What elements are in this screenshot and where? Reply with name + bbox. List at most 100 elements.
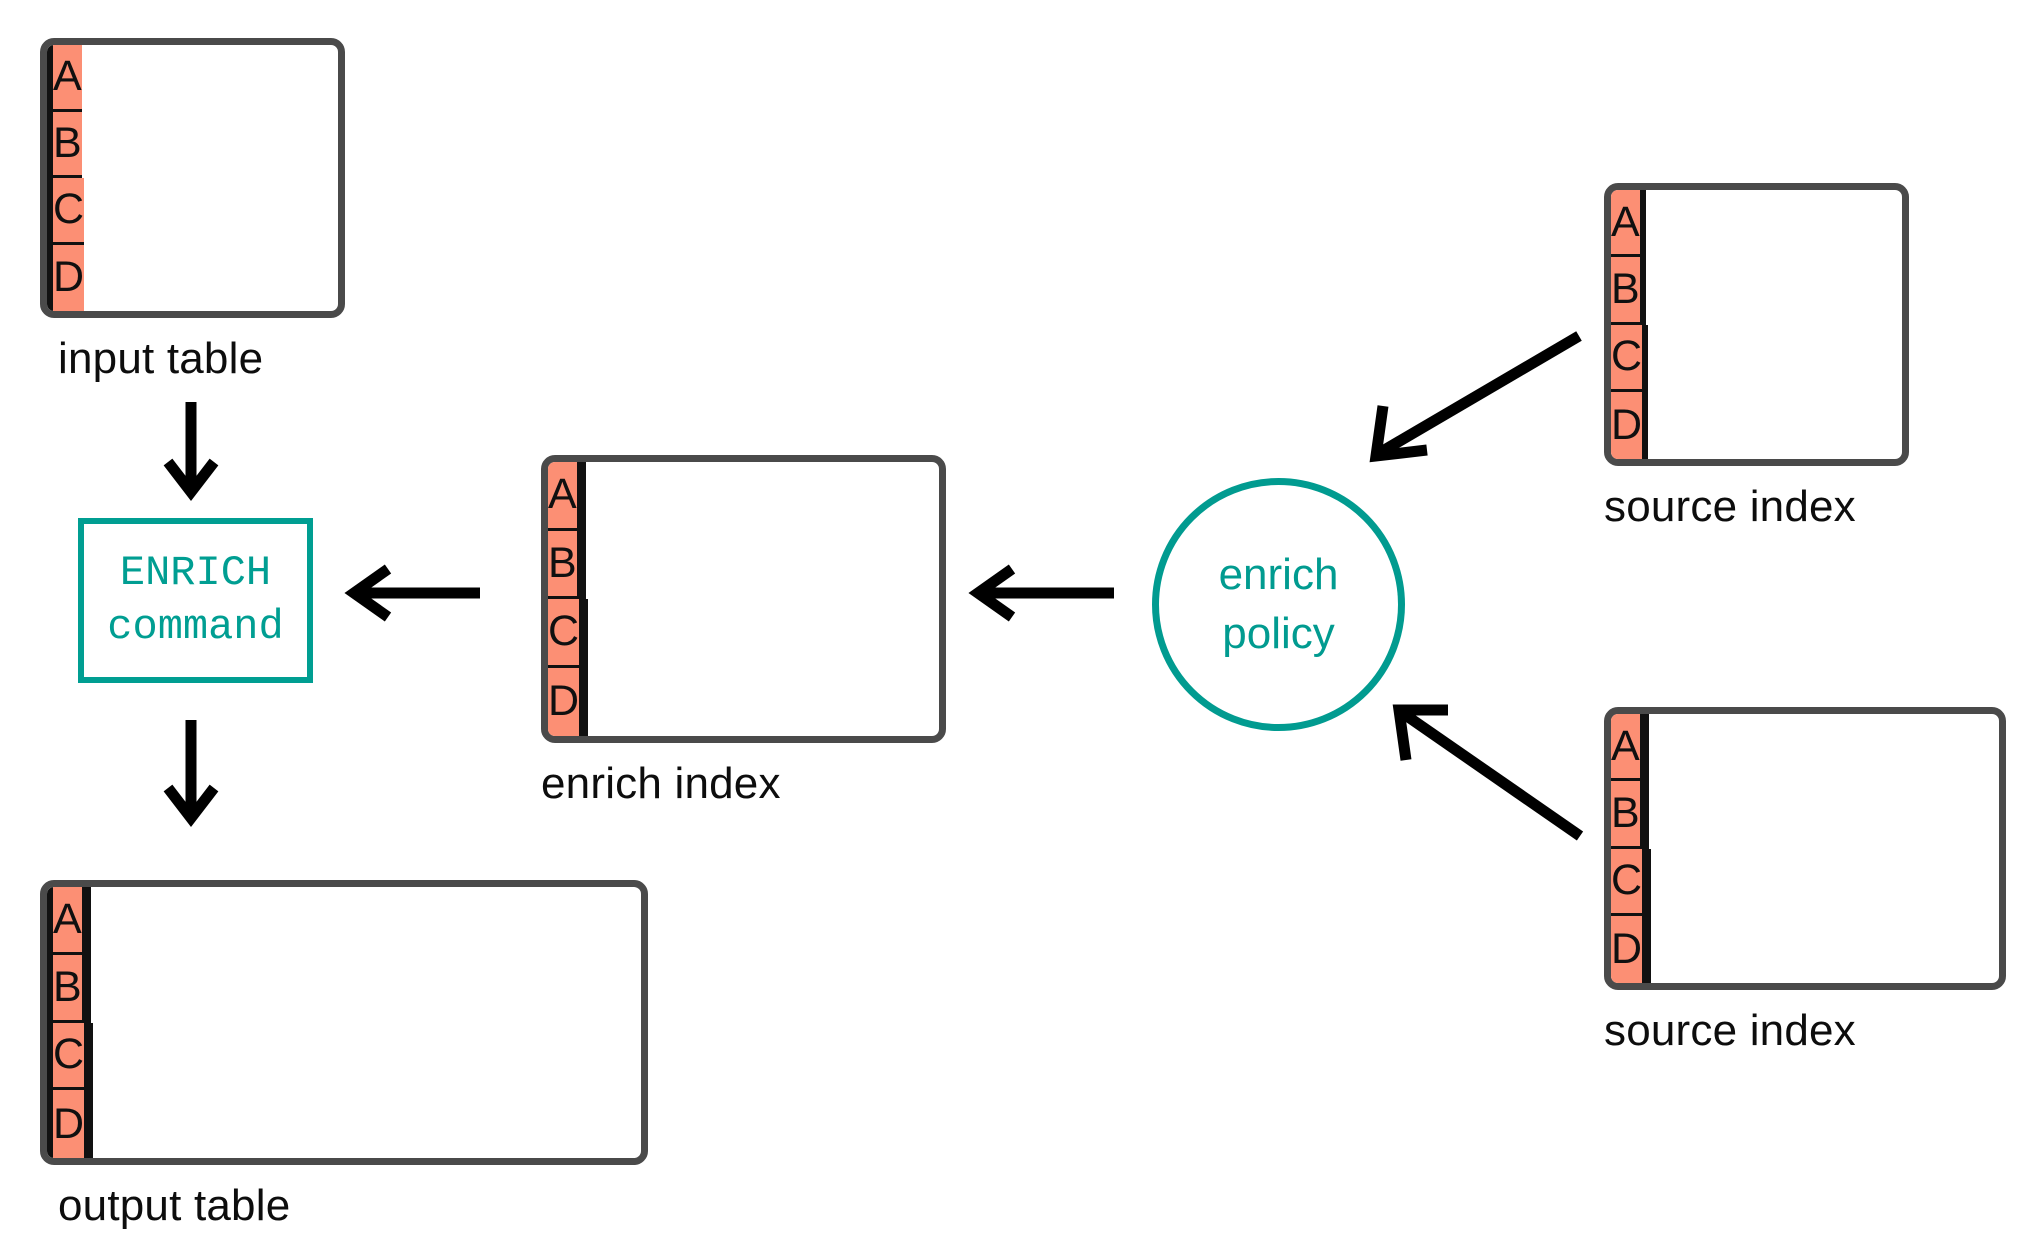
table-cell: C [53, 1022, 88, 1091]
table-cell [87, 1090, 91, 1158]
table-cell: A [548, 462, 580, 531]
table-cell [1645, 781, 1649, 849]
table-row: A [1611, 714, 1999, 782]
table-cell [1645, 714, 1649, 782]
table-cell [585, 599, 589, 668]
arrow-command-to-output [163, 720, 219, 828]
table-cell: B [53, 954, 85, 1023]
source-index-top-label: source index [1604, 482, 1856, 531]
table-cell [1642, 714, 1646, 782]
table-row: C [47, 1022, 641, 1091]
table-cell: A [53, 45, 82, 112]
table-row: C [1611, 848, 1999, 916]
table-cell [50, 111, 53, 178]
table-cell [84, 887, 88, 955]
source-index-bottom-label: source index [1604, 1006, 1856, 1055]
table-cell [47, 887, 50, 955]
table-cell [84, 954, 88, 1023]
table-cell: D [53, 244, 85, 311]
arrow-source-index-top-to-policy [1369, 331, 1582, 463]
table-cell [1645, 391, 1649, 459]
table-cell: B [53, 111, 82, 178]
table-row: C [548, 599, 939, 668]
table-cell [47, 954, 50, 1023]
table-cell: B [1611, 781, 1643, 849]
table-cell [90, 1022, 94, 1091]
table-row: A [47, 45, 338, 112]
table-cell: A [53, 887, 85, 955]
enrich-policy-circle[interactable]: enrich policy [1152, 478, 1405, 731]
table-cell: A [1611, 714, 1643, 782]
enrich-policy-line2: policy [1222, 608, 1335, 658]
table-cell [50, 178, 53, 245]
table-cell [87, 1022, 91, 1091]
table-cell [50, 244, 53, 311]
table-cell [90, 1090, 94, 1158]
table-cell [47, 111, 50, 178]
table-cell [1642, 257, 1646, 325]
arrow-source-index-bottom-to-policy [1392, 704, 1584, 841]
table-cell [47, 178, 50, 245]
table-cell [1642, 781, 1646, 849]
table-row: B [47, 954, 641, 1023]
table-cell [47, 244, 50, 311]
table-cell [47, 1022, 50, 1091]
enrich-command-line1: ENRICH [119, 548, 272, 597]
table-cell [50, 954, 53, 1023]
table-row: B [47, 111, 338, 178]
output-table-label: output table [58, 1181, 291, 1230]
table-cell [582, 667, 586, 736]
table-row: C [47, 178, 338, 245]
table-cell: B [1611, 257, 1643, 325]
table-cell [1645, 324, 1649, 392]
table-cell [1648, 848, 1652, 916]
table-cell: D [53, 1090, 88, 1158]
input-table-label: input table [58, 334, 264, 383]
arrow-policy-to-enrich-index [968, 564, 1114, 622]
table-row: D [47, 244, 338, 311]
table-cell [87, 954, 91, 1023]
table-row: D [548, 667, 939, 736]
arrow-enrich-index-to-command [344, 564, 480, 622]
table-cell: C [53, 178, 85, 245]
table-row: A [1611, 190, 1902, 258]
table-row: B [548, 530, 939, 599]
table-cell [585, 667, 589, 736]
table-row: D [47, 1090, 641, 1158]
table-cell [1645, 848, 1649, 916]
table-row: B [1611, 781, 1999, 849]
table-cell: C [1611, 848, 1646, 916]
table-row: D [1611, 915, 1999, 983]
table-cell [582, 462, 586, 531]
table-cell [47, 45, 50, 112]
enrich-command-box[interactable]: ENRICH command [78, 518, 313, 683]
table-cell [1642, 190, 1646, 258]
table-cell [579, 530, 583, 599]
table-cell: D [1611, 915, 1646, 983]
table-cell [50, 1022, 53, 1091]
table-cell [582, 599, 586, 668]
table-cell [582, 530, 586, 599]
table-row: A [548, 462, 939, 531]
table-cell: C [1611, 324, 1646, 392]
table-row: C [1611, 324, 1902, 392]
table-row: B [1611, 257, 1902, 325]
enrich-index-label: enrich index [541, 759, 781, 808]
table-cell: D [548, 667, 583, 736]
table-cell: D [1611, 391, 1646, 459]
table-cell [47, 1090, 50, 1158]
table-cell [87, 887, 91, 955]
table-cell [50, 45, 53, 112]
table-cell: B [548, 530, 580, 599]
arrow-input-to-command [163, 402, 219, 502]
table-cell: A [1611, 190, 1643, 258]
